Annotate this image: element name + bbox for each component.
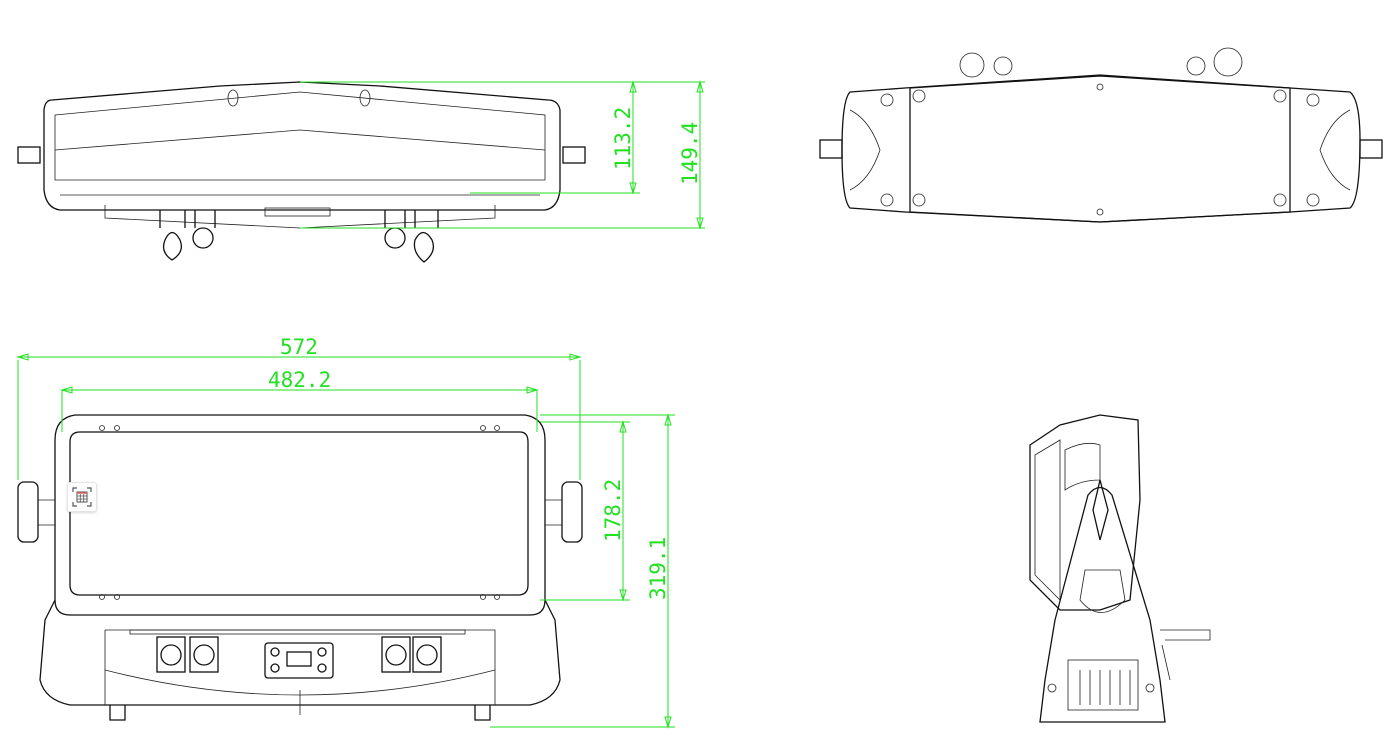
dim-149-4: 149.4 — [678, 122, 702, 185]
rear-view — [819, 47, 1383, 223]
dim-319-1: 319.1 — [646, 537, 670, 600]
dim-113-2: 113.2 — [611, 107, 635, 170]
table-grid-tool-button[interactable] — [67, 482, 97, 512]
side-view — [1029, 414, 1211, 723]
top-view: 113.2 149.4 — [17, 80, 705, 263]
table-grid-icon — [72, 487, 92, 507]
front-view: 572 482.2 178.2 319.1 — [16, 335, 675, 729]
dim-572: 572 — [280, 335, 318, 359]
dim-178-2: 178.2 — [601, 479, 625, 542]
dim-482-2: 482.2 — [268, 368, 331, 392]
